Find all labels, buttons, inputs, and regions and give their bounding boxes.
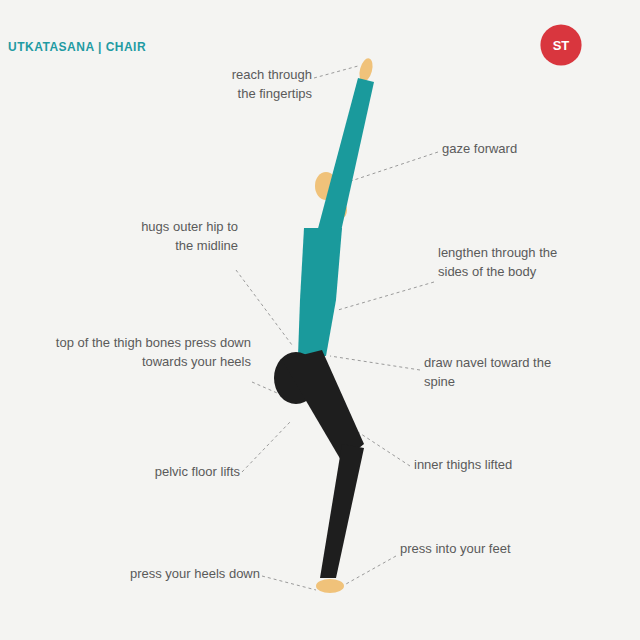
torso [298, 228, 342, 356]
badge-text: ST [553, 38, 570, 53]
shin [320, 444, 364, 578]
callout-label: press into your feet [400, 540, 530, 559]
callout-label: press your heels down [110, 565, 260, 584]
thigh [282, 350, 364, 462]
diagram-title: UTKATASANA | CHAIR [8, 40, 146, 54]
callout-label: top of the thigh bones press down toward… [46, 334, 251, 372]
leader-line [330, 356, 420, 370]
logo-badge: ST [540, 24, 582, 66]
leader-line [346, 556, 396, 584]
leader-line [236, 270, 292, 345]
arms [316, 78, 374, 236]
leader-line [242, 422, 290, 472]
foot [316, 579, 344, 593]
callout-label: reach through the fingertips [212, 66, 312, 104]
callout-label: gaze forward [442, 140, 562, 159]
callout-label: inner thighs lifted [414, 456, 544, 475]
badge-fill [540, 24, 581, 65]
callout-label: draw navel toward the spine [424, 354, 554, 392]
callout-label: pelvic floor lifts [120, 463, 240, 482]
leader-line [338, 282, 434, 310]
callout-label: lengthen through the sides of the body [438, 244, 588, 282]
leader-line [314, 66, 358, 78]
callout-label: hugs outer hip to the midline [128, 218, 238, 256]
leader-line [262, 576, 316, 590]
leader-line [358, 432, 410, 466]
